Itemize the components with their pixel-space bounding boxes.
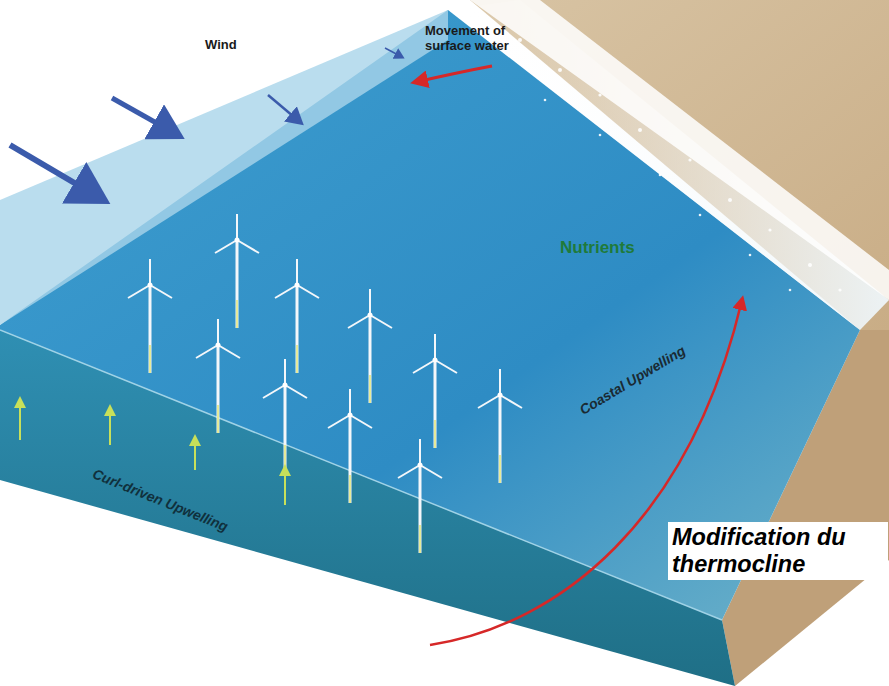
wind-label: Wind xyxy=(205,38,265,53)
nutrients-label: Nutrients xyxy=(560,238,670,258)
current-label: Movement of surface water xyxy=(425,24,530,54)
caption: Modification du thermocline xyxy=(668,522,888,580)
